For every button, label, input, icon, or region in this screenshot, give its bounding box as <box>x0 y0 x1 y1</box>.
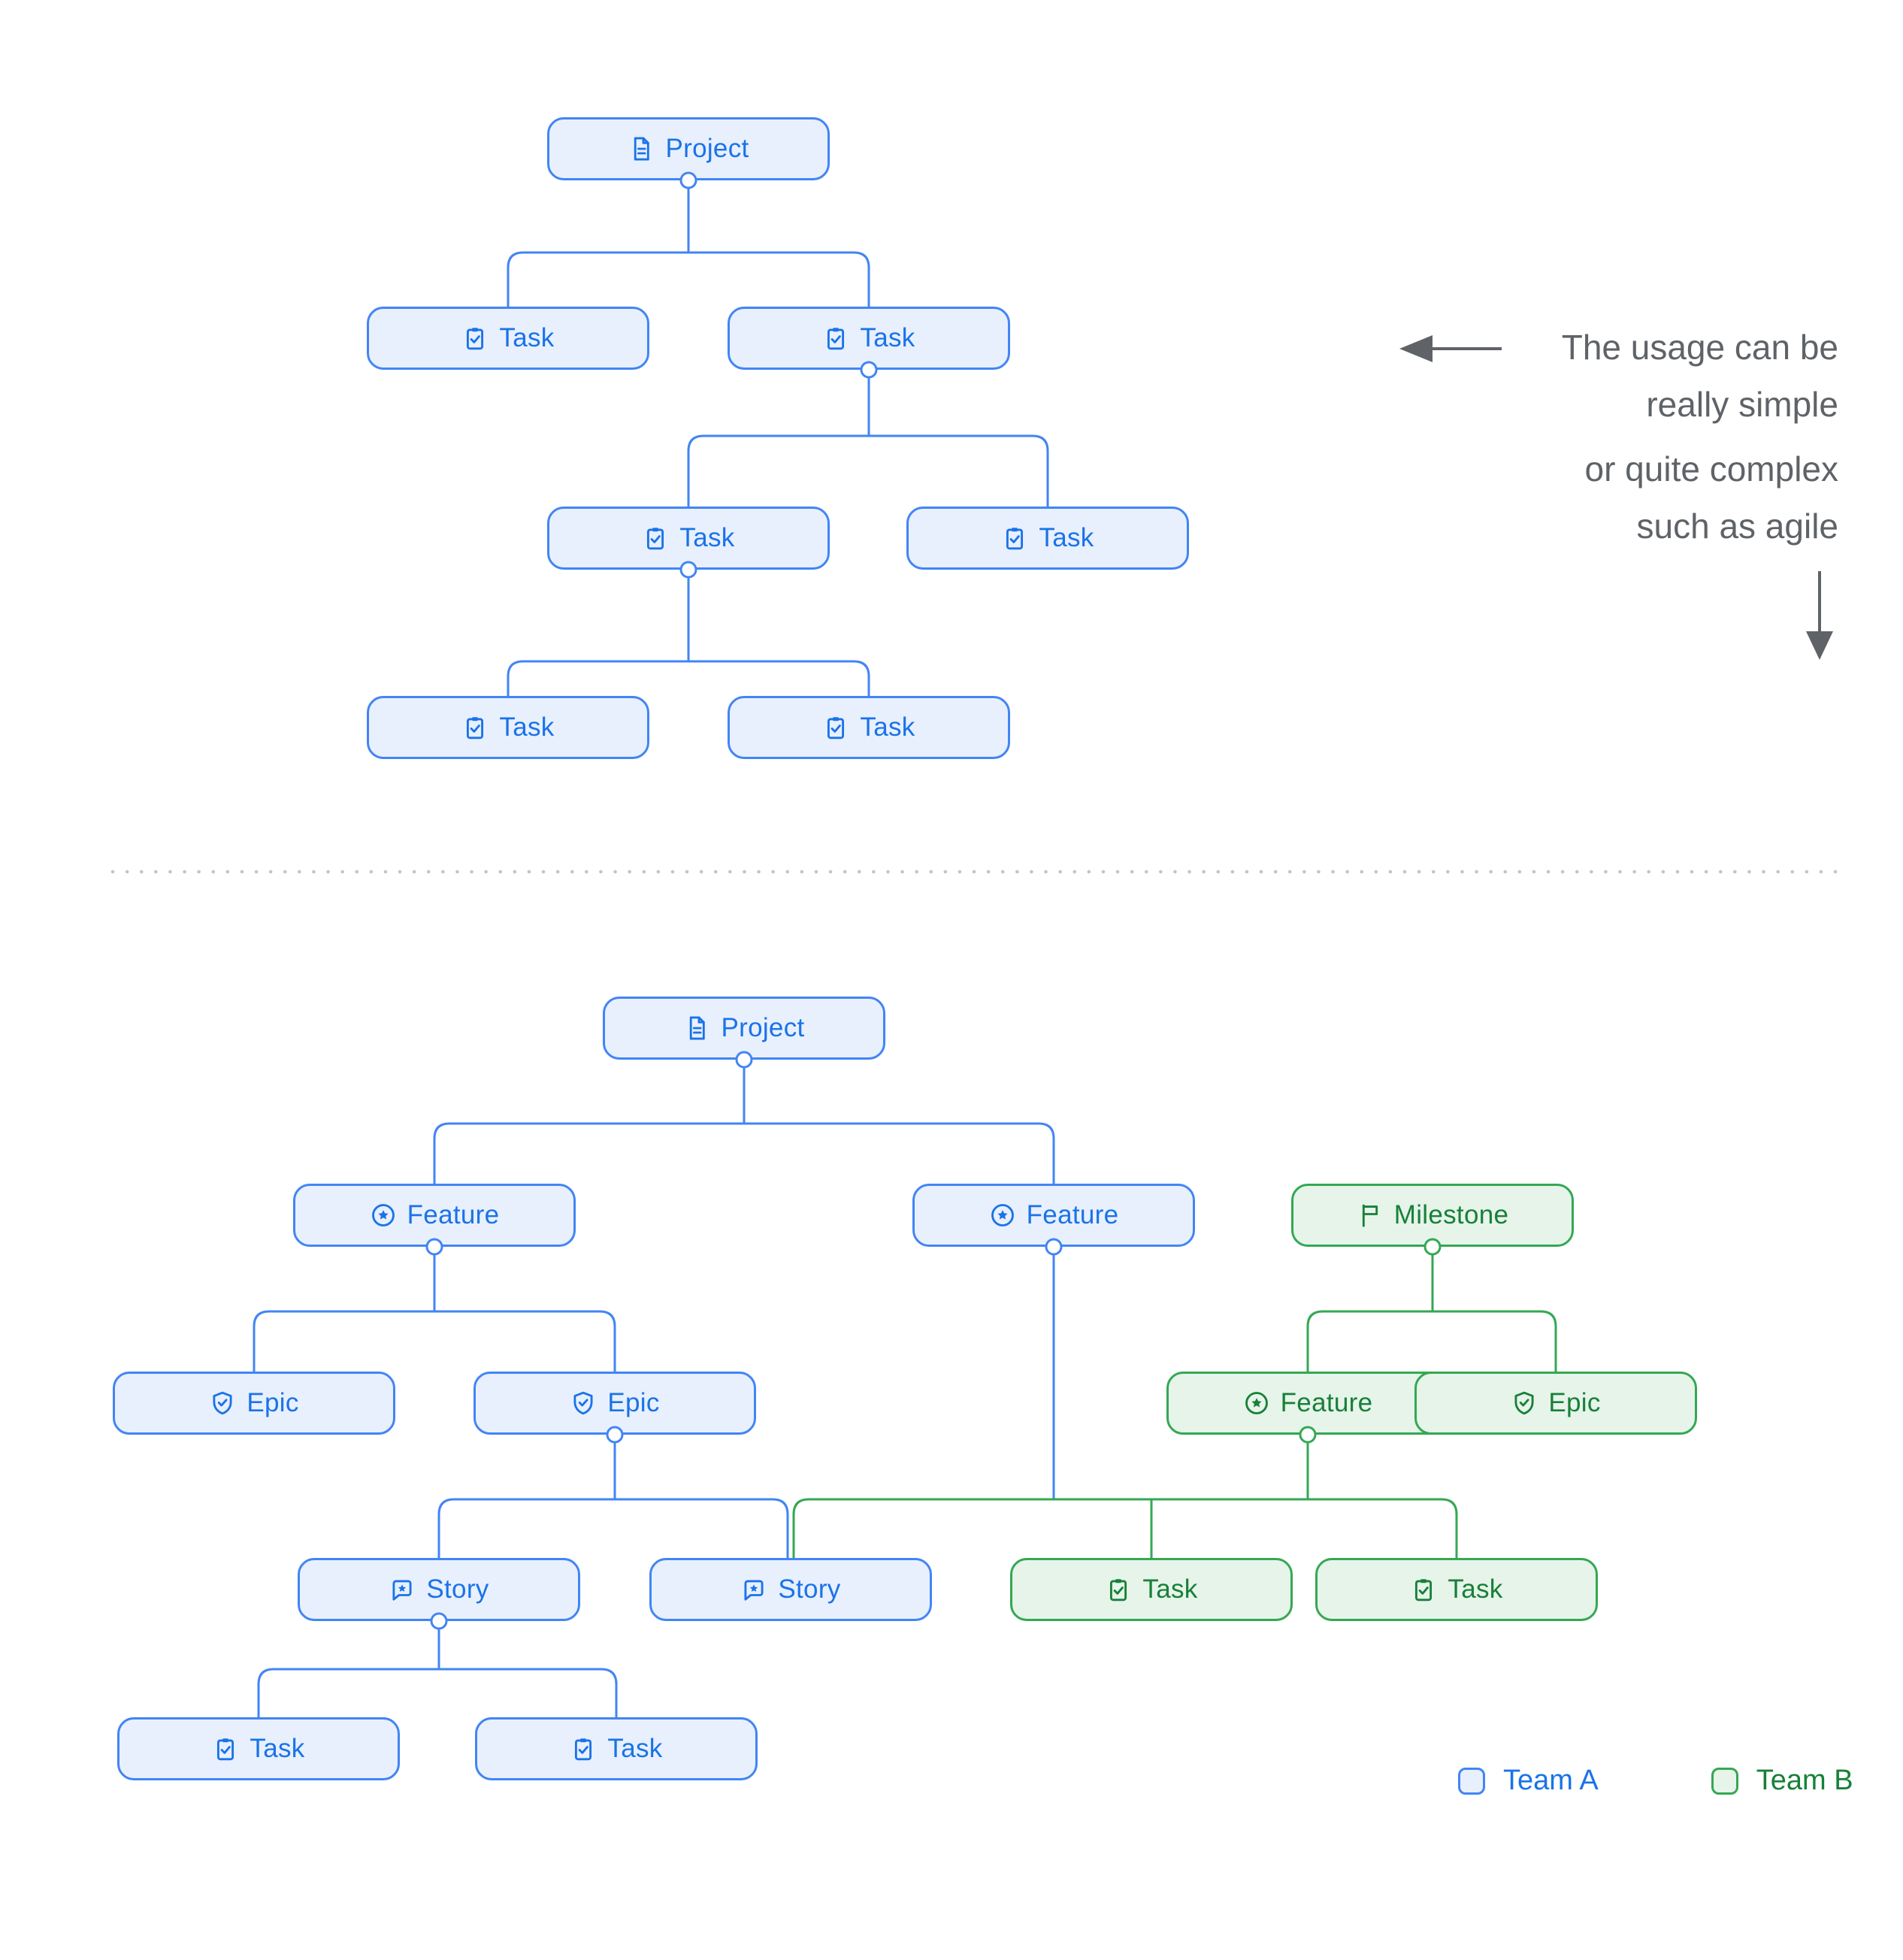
annotation-line: The usage can be <box>1561 328 1838 367</box>
node-label: Project <box>665 134 749 163</box>
node-task-g2[interactable]: Task <box>1315 1558 1598 1621</box>
annotation-line: or quite complex <box>1584 449 1839 488</box>
node-label: Feature <box>407 1200 500 1230</box>
node-task-1[interactable]: Task <box>367 307 649 370</box>
task-icon <box>647 528 664 550</box>
task-icon <box>1006 528 1024 550</box>
feature-icon <box>991 1204 1014 1227</box>
legend-item-team-b: Team B <box>1711 1765 1853 1797</box>
node-label: Task <box>250 1734 305 1763</box>
epic-icon <box>1514 1391 1534 1415</box>
task-icon <box>1110 1579 1127 1602</box>
node-label: Task <box>1142 1574 1198 1604</box>
node-story-2[interactable]: Story <box>649 1558 932 1621</box>
node-feature-3[interactable]: Feature <box>1166 1372 1449 1435</box>
legend: Team A Team B <box>1458 1765 1853 1797</box>
node-feature-1[interactable]: Feature <box>293 1184 576 1247</box>
document-icon <box>634 137 650 161</box>
node-label: Task <box>1039 523 1094 552</box>
legend-label-team-b: Team B <box>1756 1765 1853 1796</box>
team-a-swatch <box>1458 1767 1485 1795</box>
feature-icon <box>1245 1392 1268 1414</box>
task-icon <box>827 328 845 350</box>
annotation-line: really simple <box>1646 385 1838 424</box>
node-task-b1[interactable]: Task <box>117 1717 400 1780</box>
legend-item-team-a: Team A <box>1458 1765 1599 1797</box>
node-task-5[interactable]: Task <box>367 696 649 759</box>
node-label: Epic <box>607 1388 660 1417</box>
task-icon <box>217 1738 234 1761</box>
epic-icon <box>573 1391 593 1415</box>
task-icon <box>467 717 484 740</box>
node-label: Task <box>1448 1574 1503 1604</box>
node-task-6[interactable]: Task <box>728 696 1010 759</box>
story-icon <box>744 1580 764 1601</box>
node-label: Epic <box>247 1388 299 1417</box>
node-project[interactable]: Project <box>603 997 885 1060</box>
annotation-note: The usage can be really simple or quite … <box>1357 319 1838 555</box>
node-task-b2[interactable]: Task <box>475 1717 758 1780</box>
annotation-line: such as agile <box>1636 507 1839 546</box>
document-icon <box>690 1016 706 1040</box>
node-epic-2[interactable]: Epic <box>473 1372 756 1435</box>
node-label: Task <box>499 712 555 742</box>
node-task-2[interactable]: Task <box>728 307 1010 370</box>
task-icon <box>575 1738 592 1761</box>
node-label: Task <box>499 323 555 352</box>
feature-icon <box>371 1204 395 1227</box>
task-icon <box>467 328 484 350</box>
node-epic-1[interactable]: Epic <box>113 1372 395 1435</box>
node-label: Epic <box>1548 1388 1601 1417</box>
node-label: Story <box>426 1574 489 1604</box>
node-label: Feature <box>1026 1200 1119 1230</box>
node-label: Task <box>860 323 915 352</box>
node-label: Task <box>679 523 735 552</box>
node-epic-3[interactable]: Epic <box>1414 1372 1697 1435</box>
story-icon <box>392 1580 412 1601</box>
node-label: Milestone <box>1393 1200 1509 1230</box>
node-label: Story <box>778 1574 841 1604</box>
node-label: Task <box>860 712 915 742</box>
node-label: Project <box>721 1013 805 1042</box>
node-task-3[interactable]: Task <box>547 507 830 570</box>
node-task-g1[interactable]: Task <box>1010 1558 1293 1621</box>
epic-icon <box>213 1391 232 1415</box>
node-milestone[interactable]: Milestone <box>1291 1184 1574 1247</box>
node-feature-2[interactable]: Feature <box>912 1184 1195 1247</box>
node-project[interactable]: Project <box>547 117 830 180</box>
node-task-4[interactable]: Task <box>906 507 1189 570</box>
task-icon <box>1415 1579 1433 1602</box>
legend-label-team-a: Team A <box>1503 1765 1599 1796</box>
node-story-1[interactable]: Story <box>298 1558 580 1621</box>
node-label: Feature <box>1280 1388 1373 1417</box>
task-icon <box>827 717 845 740</box>
team-b-swatch <box>1711 1767 1738 1795</box>
milestone-icon <box>1362 1204 1378 1227</box>
node-label: Task <box>607 1734 663 1763</box>
